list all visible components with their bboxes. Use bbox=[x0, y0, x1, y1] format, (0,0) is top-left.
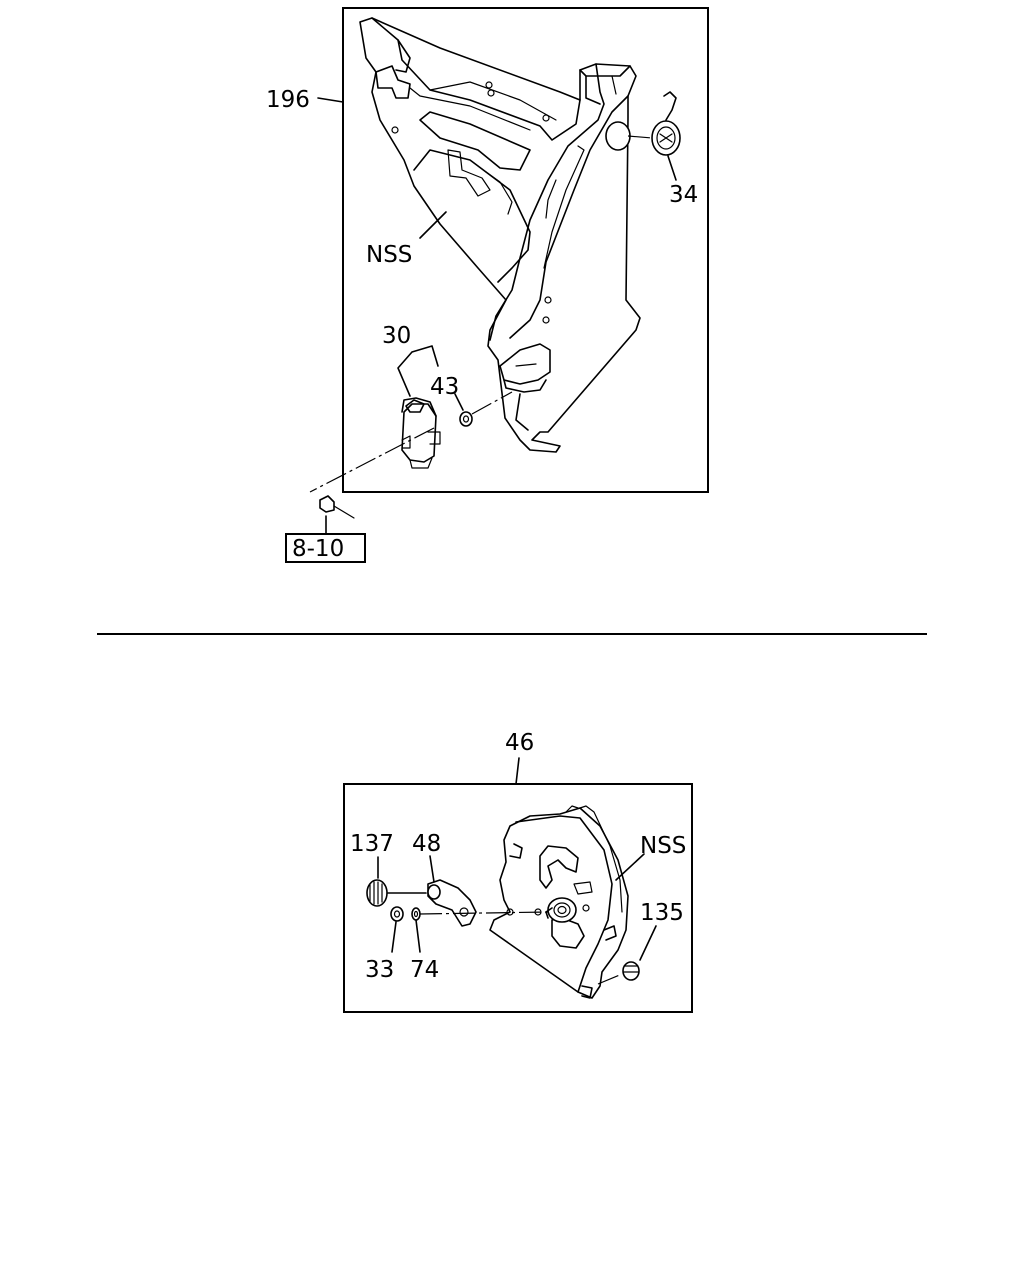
leader-46 bbox=[515, 757, 520, 785]
pivot-bracket-illustration bbox=[489, 805, 629, 999]
nut-part bbox=[390, 906, 404, 922]
bottom-frame bbox=[343, 783, 693, 1013]
callout-33: 33 bbox=[365, 957, 394, 983]
leader-30 bbox=[397, 345, 439, 397]
cap-nut-part bbox=[366, 879, 388, 907]
pump-wire-line bbox=[309, 427, 435, 493]
leader-nss-bottom bbox=[615, 853, 645, 881]
ref-box-frame[interactable] bbox=[285, 533, 366, 563]
leader-196 bbox=[317, 97, 344, 103]
washer-pump-part bbox=[401, 397, 441, 469]
washer-part bbox=[411, 907, 421, 921]
grommet-135-part bbox=[622, 961, 640, 981]
pivot-alignment-line bbox=[419, 911, 549, 915]
leader-33 bbox=[391, 921, 397, 953]
callout-196: 196 bbox=[266, 87, 310, 113]
callout-nss-top: NSS bbox=[366, 242, 412, 268]
callout-135: 135 bbox=[640, 900, 684, 926]
leader-34 bbox=[667, 155, 677, 181]
connector-part bbox=[319, 495, 355, 519]
callout-46: 46 bbox=[505, 730, 534, 756]
leader-135 bbox=[639, 925, 657, 961]
top-frame bbox=[342, 7, 709, 493]
ref-box-8-10[interactable]: 8-10 bbox=[292, 536, 344, 562]
leader-nss-top bbox=[419, 211, 447, 239]
leader-74 bbox=[415, 919, 421, 953]
tank-cap-part bbox=[627, 91, 681, 156]
callout-30: 30 bbox=[382, 323, 411, 349]
callout-74: 74 bbox=[410, 957, 439, 983]
grommet-alignment-line bbox=[597, 973, 623, 985]
callout-34: 34 bbox=[669, 182, 698, 208]
callout-nss-bottom: NSS bbox=[640, 833, 686, 859]
pump-alignment-line bbox=[471, 391, 513, 415]
bottom-diagram: 46 bbox=[343, 730, 693, 1013]
callout-48: 48 bbox=[412, 831, 441, 857]
leader-43 bbox=[454, 393, 464, 411]
callout-43: 43 bbox=[430, 374, 459, 400]
washer-tank-illustration bbox=[359, 17, 641, 453]
callout-137: 137 bbox=[350, 831, 394, 857]
leader-48 bbox=[429, 855, 435, 883]
top-diagram: 196 34 NSS 30 43 8-10 bbox=[266, 7, 709, 563]
grommet-part bbox=[459, 411, 473, 427]
wiper-arm-link-part bbox=[427, 879, 477, 927]
